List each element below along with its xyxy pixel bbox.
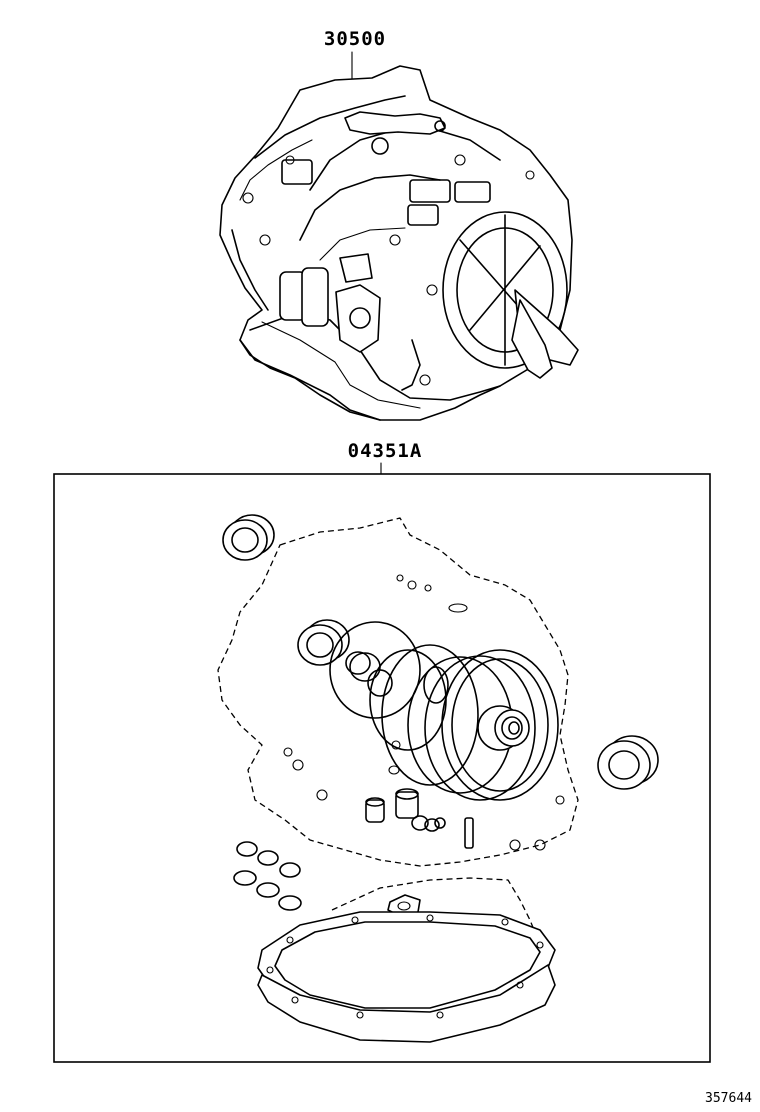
case-gasket-outline [217,517,579,867]
gasket-kit-frame [53,473,711,1063]
o-ring-3 [381,644,479,786]
part-number-04351a[interactable]: 04351A [348,440,423,462]
oil-seal-right [597,735,659,790]
oil-seal-mid [297,619,350,666]
o-ring-5 [424,655,536,801]
o-ring-6 [441,649,559,801]
part-number-30500[interactable]: 30500 [324,28,386,50]
transaxle-assembly-icon[interactable] [219,65,579,421]
gasket-kit-icon[interactable] [217,514,659,1043]
small-o-rings [233,841,302,911]
oil-seal-top-left [222,514,275,561]
figure-reference-number: 357644 [705,1091,752,1106]
pan-gasket-outline [331,877,541,946]
o-ring-1 [329,621,421,719]
o-ring-2 [369,649,447,751]
bushings [365,765,474,849]
oil-pan-gasket [257,911,556,1043]
